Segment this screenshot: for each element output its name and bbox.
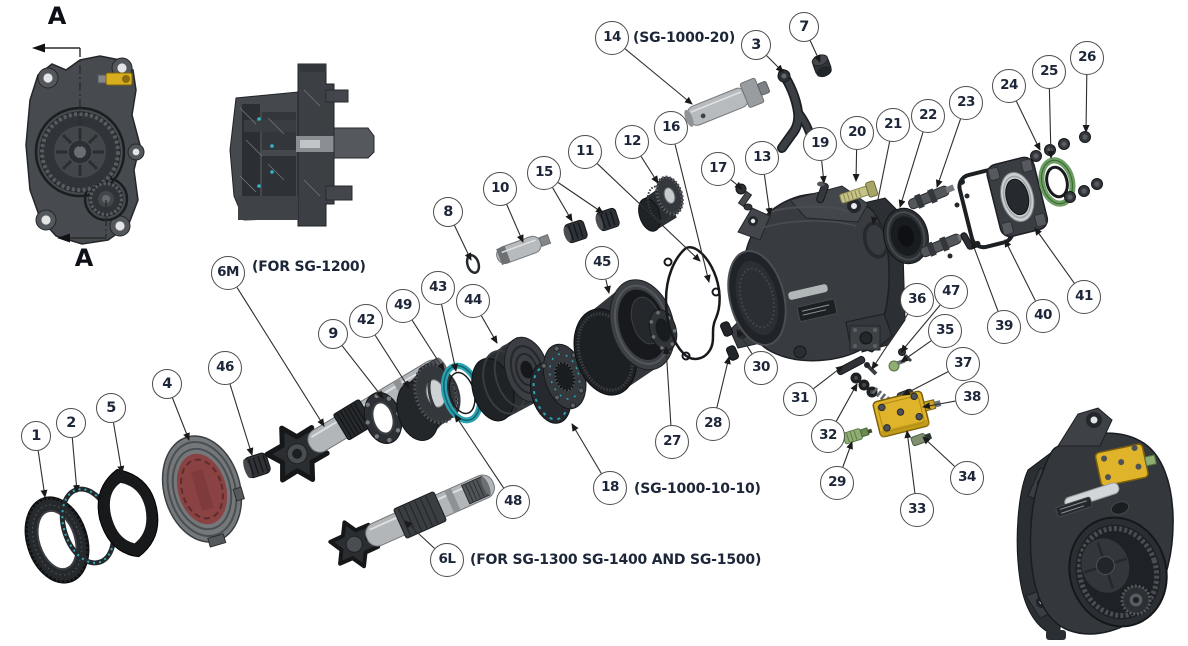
part-bearing-cap-41 xyxy=(986,156,1049,238)
part-clutch-hub-18 xyxy=(530,343,587,424)
balloon-1[interactable]: 1 xyxy=(21,421,51,451)
balloon-26[interactable]: 26 xyxy=(1070,41,1104,75)
balloon-14[interactable]: 14 xyxy=(595,21,629,55)
balloon-6L[interactable]: 6L xyxy=(430,543,464,577)
annotation-sg-1000-10-10: (SG-1000-10-10) xyxy=(634,481,761,497)
part-pin-19 xyxy=(816,181,829,204)
section-line-a-a xyxy=(32,43,107,243)
part-brake-band-4 xyxy=(161,435,245,548)
balloon-18[interactable]: 18 xyxy=(593,471,627,505)
balloon-36[interactable]: 36 xyxy=(900,283,934,317)
balloon-47[interactable]: 47 xyxy=(934,275,968,309)
balloon-34[interactable]: 34 xyxy=(950,461,984,495)
balloon-33[interactable]: 33 xyxy=(900,493,934,527)
part-cap-7 xyxy=(811,54,832,78)
balloon-40[interactable]: 40 xyxy=(1026,299,1060,333)
part-seal-25 xyxy=(1038,157,1076,207)
part-pin-10 xyxy=(496,234,552,266)
relief-valve-yellow-icon xyxy=(97,72,133,86)
balloon-28[interactable]: 28 xyxy=(696,407,730,441)
balloon-23[interactable]: 23 xyxy=(949,86,983,120)
balloon-20[interactable]: 20 xyxy=(840,116,874,150)
part-oring-8 xyxy=(465,254,481,274)
balloon-11[interactable]: 11 xyxy=(568,135,602,169)
front-view-assembly xyxy=(25,43,145,245)
balloon-39[interactable]: 39 xyxy=(987,310,1021,344)
part-housing-13 xyxy=(727,185,906,362)
part-gasket-16 xyxy=(663,246,721,361)
balloon-45[interactable]: 45 xyxy=(585,246,619,280)
part-valve-stem-23a xyxy=(908,184,955,210)
balloon-48[interactable]: 48 xyxy=(496,485,530,519)
balloon-7[interactable]: 7 xyxy=(789,12,819,42)
part-bearing-27 xyxy=(648,308,678,352)
small-gear-icon xyxy=(88,181,124,217)
balloon-21[interactable]: 21 xyxy=(876,108,910,142)
iso-valve-block-icon xyxy=(1094,443,1157,487)
part-poly-ring-5 xyxy=(97,468,159,558)
balloon-3[interactable]: 3 xyxy=(741,30,771,60)
part-valve-block-33-38 xyxy=(872,390,942,438)
balloon-4[interactable]: 4 xyxy=(152,369,182,399)
balloon-38[interactable]: 38 xyxy=(955,381,989,415)
part-fitting-29 xyxy=(842,427,873,445)
part-seal-22 xyxy=(883,207,929,265)
balloon-5[interactable]: 5 xyxy=(96,393,126,423)
part-roller-15a xyxy=(563,219,588,244)
balloon-46[interactable]: 46 xyxy=(208,351,242,385)
balloon-10[interactable]: 10 xyxy=(483,172,517,206)
part-bearing-9 xyxy=(363,392,403,444)
balloon-6M[interactable]: 6M xyxy=(211,256,245,290)
balloon-17[interactable]: 17 xyxy=(701,152,735,186)
balloon-30[interactable]: 30 xyxy=(744,351,778,385)
balloon-41[interactable]: 41 xyxy=(1067,280,1101,314)
part-screw-36 xyxy=(864,362,878,376)
cross-section-view xyxy=(229,63,375,227)
balloon-32[interactable]: 32 xyxy=(811,419,845,453)
balloon-16[interactable]: 16 xyxy=(654,111,688,145)
balloon-27[interactable]: 27 xyxy=(655,425,689,459)
balloon-13[interactable]: 13 xyxy=(745,141,779,175)
balloon-2[interactable]: 2 xyxy=(56,408,86,438)
balloon-31[interactable]: 31 xyxy=(783,382,817,416)
annotation-sg-1000-20: (SG-1000-20) xyxy=(633,30,736,46)
balloon-24[interactable]: 24 xyxy=(992,69,1026,103)
balloon-42[interactable]: 42 xyxy=(349,304,383,338)
balloon-29[interactable]: 29 xyxy=(820,466,854,500)
part-bolt-17 xyxy=(735,183,753,211)
balloon-44[interactable]: 44 xyxy=(456,284,490,318)
balloon-19[interactable]: 19 xyxy=(803,127,837,161)
large-gear-icon xyxy=(39,111,121,193)
part-roller-46 xyxy=(243,452,271,479)
balloon-15[interactable]: 15 xyxy=(527,156,561,190)
annotation-for-sg-1200: (FOR SG-1200) xyxy=(252,259,366,275)
balloon-35[interactable]: 35 xyxy=(928,314,962,348)
balloon-49[interactable]: 49 xyxy=(386,289,420,323)
balloon-43[interactable]: 43 xyxy=(421,271,455,305)
section-marker-bottom: A xyxy=(74,244,94,272)
balloon-8[interactable]: 8 xyxy=(433,197,463,227)
part-anchor-pin-14 xyxy=(684,77,770,127)
iso-view-assembly xyxy=(1016,407,1174,640)
mounting-ear-icon xyxy=(35,57,145,237)
part-clutch-plate-1 xyxy=(24,496,90,584)
balloon-37[interactable]: 37 xyxy=(946,347,980,381)
balloon-22[interactable]: 22 xyxy=(911,99,945,133)
part-rod-31 xyxy=(836,355,866,376)
part-snap-ring-49 xyxy=(427,369,461,419)
annotation-for-sg-1300-1400-1500: (FOR SG-1300 SG-1400 AND SG-1500) xyxy=(470,552,762,568)
part-brake-drum-45 xyxy=(573,279,676,396)
part-dowel-30 xyxy=(720,321,733,337)
balloon-9[interactable]: 9 xyxy=(318,319,348,349)
balloon-12[interactable]: 12 xyxy=(615,125,649,159)
part-gear-12 xyxy=(638,175,684,232)
part-screw-47 xyxy=(898,348,913,363)
section-marker-top: A xyxy=(47,2,67,30)
part-fitting-35 xyxy=(888,358,906,372)
balloon-25[interactable]: 25 xyxy=(1032,55,1066,89)
part-roller-15b xyxy=(595,207,620,232)
part-fitting-34 xyxy=(910,432,933,447)
